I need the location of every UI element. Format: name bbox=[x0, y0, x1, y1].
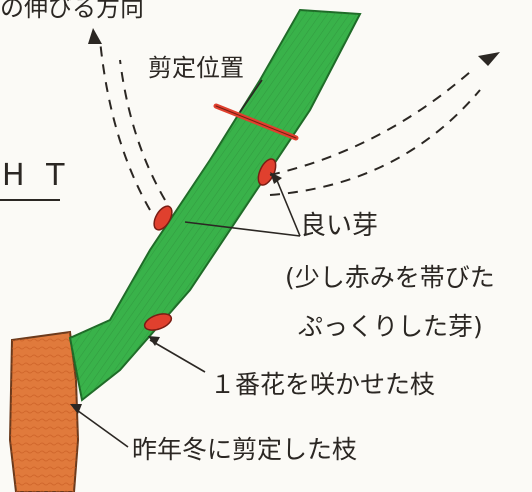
old-wood-branch bbox=[8, 330, 80, 492]
flowering-stem bbox=[68, 8, 362, 402]
label-prune-position: 剪定位置 bbox=[148, 54, 244, 82]
leader-arrowheads bbox=[70, 172, 282, 414]
growth-arrowheads bbox=[88, 28, 500, 66]
leader-lines bbox=[73, 79, 301, 448]
label-last-winter-pruned: 昨年冬に剪定した枝 bbox=[132, 435, 358, 464]
prune-cut-mark bbox=[213, 103, 299, 141]
label-ht-fragment: H T bbox=[2, 158, 71, 193]
label-good-bud-note-1: (少し赤みを帯びた bbox=[285, 263, 495, 292]
growth-direction-curves bbox=[99, 39, 481, 211]
bud-middle bbox=[153, 205, 173, 231]
label-good-bud: 良い芽 bbox=[300, 211, 379, 241]
bud-lower bbox=[143, 313, 173, 331]
label-good-bud-note-2: ぷっくりした芽) bbox=[298, 312, 483, 341]
label-growth-direction: の伸びる方向 bbox=[0, 0, 144, 22]
label-first-flower-branch: １番花を咲かせた枝 bbox=[210, 370, 436, 399]
